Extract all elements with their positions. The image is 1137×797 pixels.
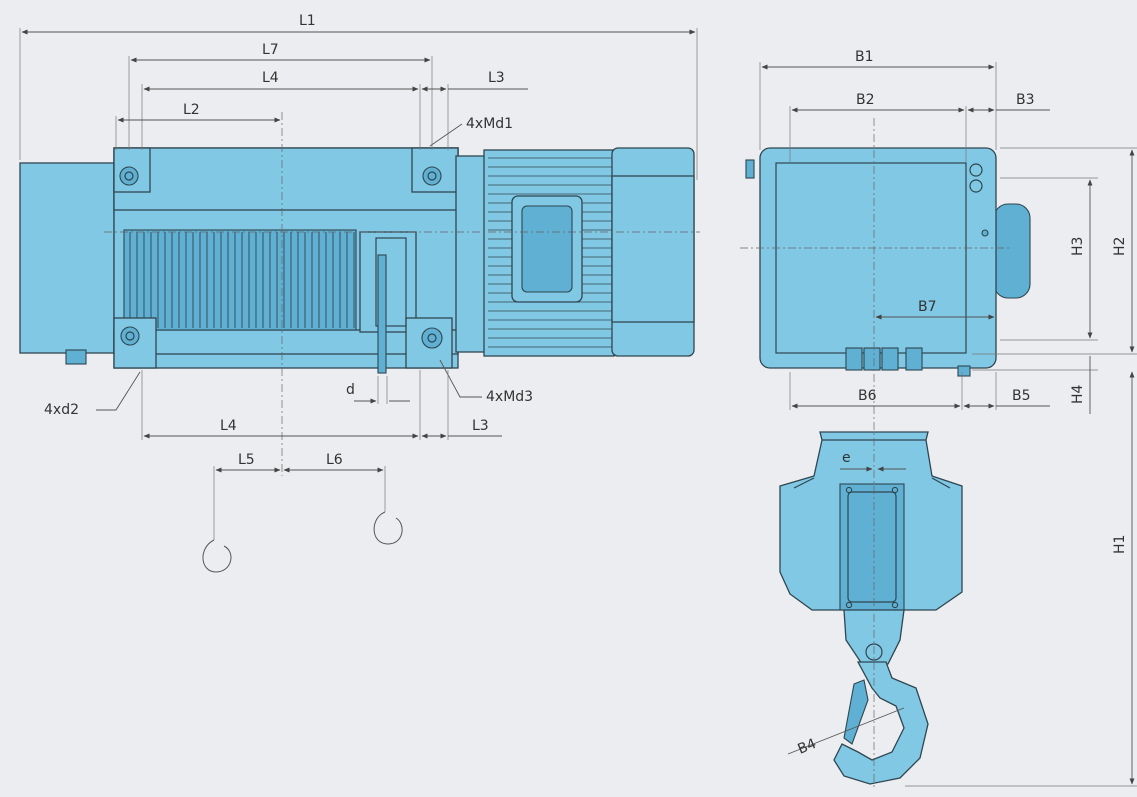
side-view	[19, 147, 695, 374]
bolt-bottom-right-inner	[427, 333, 437, 343]
rope-guide-inner	[375, 237, 407, 327]
label-B1: B1	[855, 49, 874, 65]
front-plug-left	[745, 159, 755, 179]
plate-rivet-2	[891, 486, 899, 494]
control-panel-bump	[993, 203, 1031, 299]
label-Md1: 4xMd1	[466, 116, 513, 132]
rope-drum	[123, 229, 357, 331]
front-housing	[759, 147, 997, 369]
label-H4: H4	[1070, 384, 1086, 404]
left-end-cap	[19, 162, 115, 354]
label-d: d	[346, 382, 355, 398]
bolt-top-left	[119, 166, 139, 186]
label-H2: H2	[1112, 237, 1128, 256]
label-L4-bottom: L4	[220, 418, 237, 434]
leader-Md3	[439, 359, 482, 398]
label-B6: B6	[858, 388, 877, 404]
bolt-bottom-right	[421, 327, 443, 349]
label-H1: H1	[1112, 535, 1128, 554]
label-e: e	[842, 450, 851, 466]
dimension-lines	[19, 28, 1137, 790]
cable-gland-3	[881, 347, 899, 371]
cable-gland-2	[863, 347, 881, 371]
dim-line-B4	[787, 707, 905, 755]
label-L5: L5	[238, 452, 255, 468]
plate-rivet-4	[891, 601, 899, 609]
rope-guide	[359, 231, 417, 333]
plate-rivet-3	[845, 601, 853, 609]
hook-block-plate-inner	[847, 491, 897, 603]
label-B2: B2	[856, 92, 875, 108]
indicator-circle-top	[969, 163, 983, 177]
label-B3: B3	[1016, 92, 1035, 108]
load-hook	[833, 661, 929, 785]
terminal-box-cover	[521, 205, 573, 293]
hook-outline-left	[202, 539, 232, 573]
cable-gland-4	[905, 347, 923, 371]
motor-flange	[455, 155, 487, 353]
drum-grooves	[129, 232, 355, 328]
label-L6: L6	[326, 452, 343, 468]
dimension-labels: L1 L7 L4 L3 L2 4xMd1 4xd2 d 4xMd3 L4 L3 …	[44, 13, 1128, 758]
hook-outline-right	[373, 511, 403, 545]
bottom-rail	[113, 329, 459, 355]
fan-cover-rib	[611, 175, 695, 323]
hook-shank-hole	[865, 643, 883, 661]
hook-block-plate	[839, 483, 905, 611]
rope-guide-arm	[377, 254, 387, 374]
label-H3: H3	[1070, 237, 1086, 256]
leader-Md1	[429, 123, 463, 147]
gearbox-plug	[65, 349, 87, 365]
hook-safety-latch	[843, 679, 869, 745]
label-L7: L7	[262, 42, 279, 58]
label-B5: B5	[1012, 388, 1031, 404]
bolt-bottom-left	[120, 326, 140, 346]
bolt-top-left-inner	[124, 171, 134, 181]
label-L2: L2	[183, 102, 200, 118]
label-B4: B4	[796, 736, 819, 758]
label-Md3: 4xMd3	[486, 389, 533, 405]
cable-gland-1	[845, 347, 863, 371]
front-bolt	[981, 229, 989, 237]
label-L1: L1	[299, 13, 316, 29]
indicator-circle-bottom	[969, 179, 983, 193]
bolt-bottom-left-inner	[125, 331, 135, 341]
front-view	[745, 147, 1031, 785]
hook-block-outline	[793, 477, 951, 489]
bolt-top-right-inner	[427, 171, 437, 181]
label-B7: B7	[918, 299, 937, 315]
label-L3-top: L3	[488, 70, 505, 86]
leader-d2	[96, 371, 141, 411]
plate-rivet-1	[845, 486, 853, 494]
label-d2: 4xd2	[44, 402, 79, 418]
top-beam	[113, 147, 459, 211]
bolt-top-right	[422, 166, 442, 186]
label-L3-bottom: L3	[472, 418, 489, 434]
cable-gland-5	[957, 365, 971, 377]
label-L4-top: L4	[262, 70, 279, 86]
